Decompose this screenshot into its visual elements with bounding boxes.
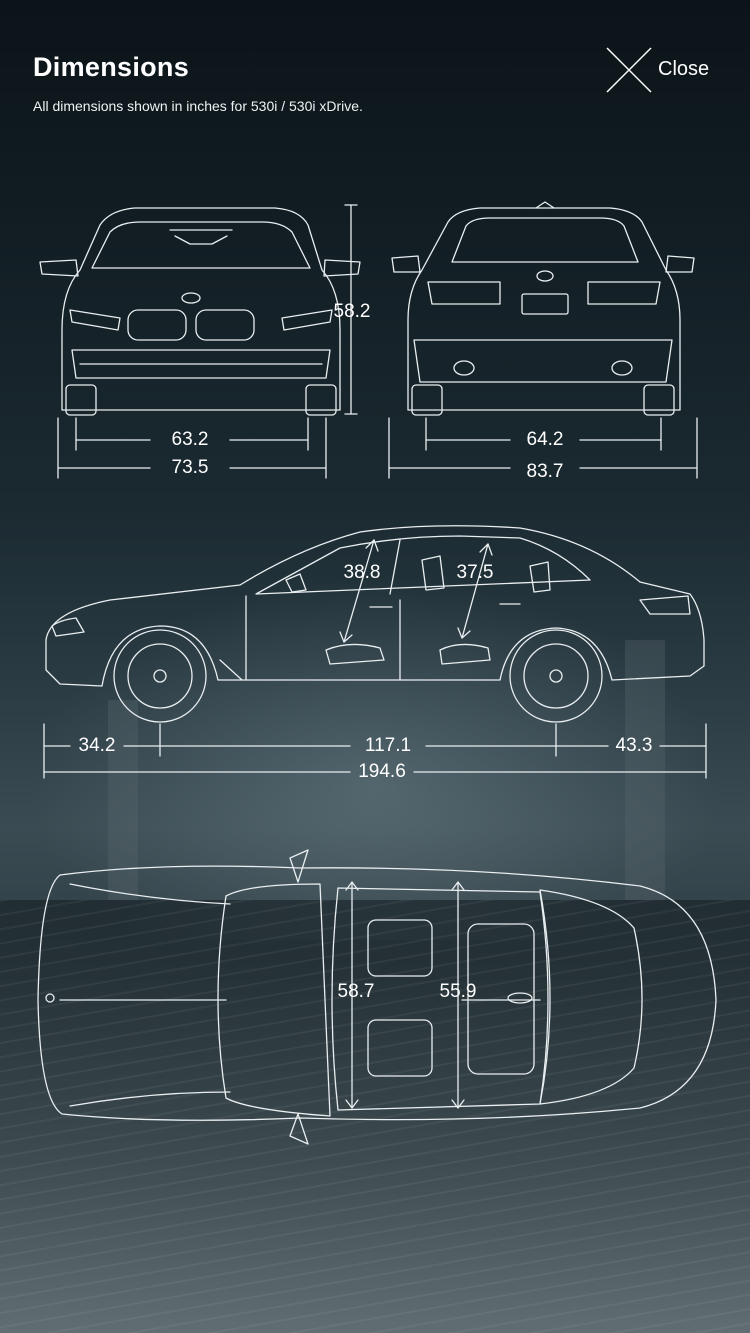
page-title: Dimensions (33, 52, 190, 82)
rear-track-label: 64.2 (526, 429, 564, 450)
background-road (0, 900, 750, 1333)
front-height-label: 58.2 (333, 301, 371, 322)
front-track-label: 63.2 (171, 429, 209, 450)
top-view-car (37, 849, 717, 1145)
background-tower-right (625, 640, 665, 900)
front-shoulder-room-label: 58.7 (337, 981, 375, 1002)
wheelbase-label: 117.1 (364, 735, 412, 756)
front-view-car (39, 207, 361, 416)
page-subtitle: All dimensions shown in inches for 530i … (33, 98, 363, 114)
length-label: 194.6 (358, 761, 406, 782)
close-button[interactable]: Close (604, 45, 714, 95)
front-width-label: 73.5 (171, 457, 209, 478)
close-icon (606, 47, 652, 93)
background-haze (0, 560, 750, 940)
rear-headroom-label: 37.5 (456, 562, 494, 583)
rear-overhang-label: 43.3 (615, 735, 653, 756)
background-tower-left (108, 700, 138, 900)
side-view-car (45, 525, 705, 723)
front-headroom-label: 38.8 (343, 562, 381, 583)
rear-width-label: 83.7 (526, 461, 564, 482)
front-overhang-label: 34.2 (78, 735, 116, 756)
rear-view-car (391, 201, 695, 416)
rear-shoulder-room-label: 55.9 (439, 981, 477, 1002)
close-label: Close (658, 58, 710, 80)
